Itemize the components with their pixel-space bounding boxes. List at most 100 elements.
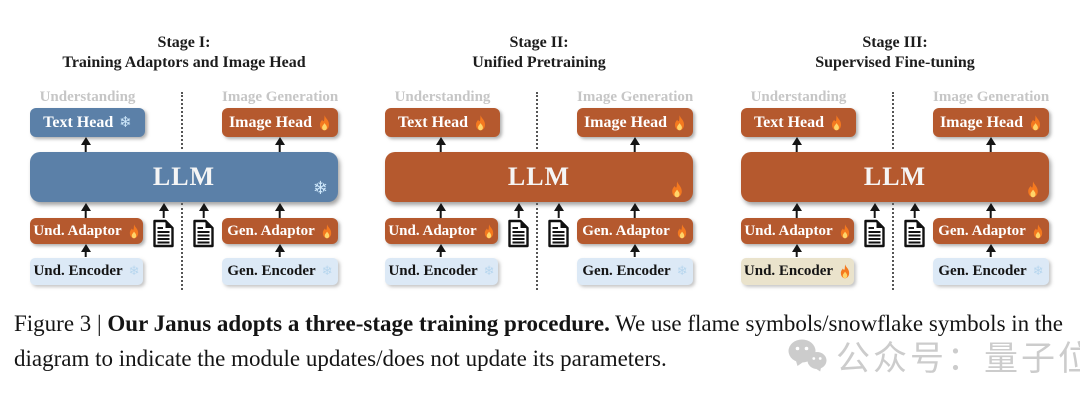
und-encoder-box: Und. Encoder bbox=[741, 258, 854, 285]
arrow-und-encoder-to-adaptor bbox=[791, 244, 802, 257]
gen-adaptor-label: Gen. Adaptor bbox=[938, 222, 1026, 239]
gen-encoder-label: Gen. Encoder bbox=[938, 263, 1027, 279]
arrow-llm-to-image-head bbox=[274, 137, 285, 152]
stage-2: Stage II: Unified Pretraining Understand… bbox=[385, 0, 693, 300]
flame-icon bbox=[839, 264, 851, 279]
image-head-box: Image Head bbox=[222, 108, 338, 137]
gen-adaptor-box: Gen. Adaptor bbox=[222, 218, 338, 244]
snowflake-icon: ❄ bbox=[128, 264, 140, 279]
und-adaptor-label: Und. Adaptor bbox=[744, 222, 833, 239]
stage-2-title-line2: Unified Pretraining bbox=[472, 54, 606, 71]
arrow-text-doc-to-llm bbox=[909, 203, 920, 218]
gen-encoder-box: Gen. Encoder ❄ bbox=[577, 258, 693, 285]
und-encoder-box: Und. Encoder ❄ bbox=[30, 258, 143, 285]
caption-body-text: We use flame symbols/snowflake symbols i… bbox=[14, 311, 1064, 371]
arrow-llm-to-text-head bbox=[80, 137, 91, 152]
divider-dotted-line bbox=[181, 92, 183, 149]
gen-adaptor-label: Gen. Adaptor bbox=[227, 222, 315, 239]
llm-box: LLM ❄ bbox=[30, 152, 338, 202]
stage-3: Stage III: Supervised Fine-tuning Unders… bbox=[741, 0, 1049, 300]
stage-3-title-line1: Stage III: bbox=[862, 34, 928, 51]
understanding-label: Understanding bbox=[394, 89, 491, 105]
image-head-label: Image Head bbox=[583, 113, 668, 131]
und-adaptor-box: Und. Adaptor bbox=[741, 218, 854, 244]
image-generation-label: Image Generation bbox=[222, 89, 339, 105]
arrow-text-doc-to-llm bbox=[553, 203, 564, 218]
arrow-llm-to-text-head bbox=[791, 137, 802, 152]
divider-dotted-line bbox=[536, 203, 538, 290]
snowflake-icon: ❄ bbox=[1032, 264, 1044, 279]
arrow-llm-to-image-head bbox=[985, 137, 996, 152]
figure-number-label: Figure 3 | bbox=[14, 311, 108, 336]
document-icon bbox=[152, 219, 175, 248]
divider-dotted-line bbox=[181, 203, 183, 290]
figure-caption: Figure 3 | Our Janus adopts a three-stag… bbox=[14, 306, 1072, 376]
document-icon bbox=[507, 219, 530, 248]
text-head-box: Text Head ❄ bbox=[30, 108, 145, 137]
divider-dotted-line bbox=[536, 92, 538, 149]
und-adaptor-box: Und. Adaptor bbox=[385, 218, 498, 244]
flame-icon bbox=[1032, 223, 1044, 239]
stage-1: Stage I: Training Adaptors and Image Hea… bbox=[30, 0, 338, 300]
image-generation-label: Image Generation bbox=[933, 89, 1050, 105]
text-head-label: Text Head bbox=[43, 113, 114, 131]
arrow-gen-adaptor-to-llm bbox=[274, 203, 285, 218]
stage-1-title-line2: Training Adaptors and Image Head bbox=[62, 54, 306, 71]
arrow-gen-adaptor-to-llm bbox=[629, 203, 640, 218]
arrow-text-doc-to-llm bbox=[869, 203, 880, 218]
text-head-label: Text Head bbox=[753, 113, 825, 131]
flame-icon bbox=[676, 223, 688, 239]
arrow-text-doc-to-llm bbox=[513, 203, 524, 218]
flame-icon bbox=[128, 223, 140, 239]
und-encoder-label: Und. Encoder bbox=[388, 263, 478, 279]
document-icon bbox=[863, 219, 886, 248]
image-head-box: Image Head bbox=[577, 108, 693, 137]
llm-box: LLM bbox=[385, 152, 693, 202]
arrow-text-doc-to-llm bbox=[198, 203, 209, 218]
arrow-gen-encoder-to-adaptor bbox=[274, 244, 285, 257]
arrow-gen-encoder-to-adaptor bbox=[985, 244, 996, 257]
llm-label: LLM bbox=[507, 162, 571, 191]
flame-icon bbox=[321, 223, 333, 239]
gen-adaptor-label: Gen. Adaptor bbox=[582, 222, 670, 239]
und-encoder-label: Und. Encoder bbox=[743, 263, 834, 279]
llm-box: LLM bbox=[741, 152, 1049, 202]
document-icon bbox=[903, 219, 926, 248]
text-head-label: Text Head bbox=[397, 113, 469, 131]
snowflake-icon: ❄ bbox=[483, 264, 495, 279]
arrow-und-encoder-to-adaptor bbox=[80, 244, 91, 257]
und-encoder-label: Und. Encoder bbox=[33, 263, 123, 279]
stage-1-title: Stage I: Training Adaptors and Image Hea… bbox=[30, 33, 338, 73]
und-adaptor-box: Und. Adaptor bbox=[30, 218, 143, 244]
stage-3-title-line2: Supervised Fine-tuning bbox=[815, 54, 975, 71]
stage-2-title: Stage II: Unified Pretraining bbox=[385, 33, 693, 73]
flame-icon bbox=[830, 114, 843, 131]
text-head-box: Text Head bbox=[385, 108, 500, 137]
flame-icon bbox=[318, 114, 331, 131]
llm-label: LLM bbox=[863, 162, 927, 191]
gen-encoder-label: Gen. Encoder bbox=[582, 263, 671, 279]
arrow-und-adaptor-to-llm bbox=[791, 203, 802, 218]
gen-encoder-box: Gen. Encoder ❄ bbox=[933, 258, 1049, 285]
stage-3-title: Stage III: Supervised Fine-tuning bbox=[741, 33, 1049, 73]
snowflake-icon: ❄ bbox=[321, 264, 333, 279]
arrow-gen-adaptor-to-llm bbox=[985, 203, 996, 218]
arrow-und-adaptor-to-llm bbox=[80, 203, 91, 218]
arrow-llm-to-image-head bbox=[629, 137, 640, 152]
flame-icon bbox=[670, 181, 684, 198]
arrow-llm-to-text-head bbox=[435, 137, 446, 152]
und-adaptor-label: Und. Adaptor bbox=[388, 222, 477, 239]
und-adaptor-label: Und. Adaptor bbox=[33, 222, 122, 239]
gen-adaptor-box: Gen. Adaptor bbox=[577, 218, 693, 244]
stage-2-title-line1: Stage II: bbox=[509, 34, 569, 51]
arrow-gen-encoder-to-adaptor bbox=[629, 244, 640, 257]
caption-bold-text: Our Janus adopts a three-stage training … bbox=[107, 311, 610, 336]
und-encoder-box: Und. Encoder ❄ bbox=[385, 258, 498, 285]
arrow-und-adaptor-to-llm bbox=[435, 203, 446, 218]
snowflake-icon: ❄ bbox=[119, 113, 132, 131]
gen-adaptor-box: Gen. Adaptor bbox=[933, 218, 1049, 244]
image-head-label: Image Head bbox=[939, 113, 1024, 131]
arrow-und-encoder-to-adaptor bbox=[435, 244, 446, 257]
snowflake-icon: ❄ bbox=[676, 264, 688, 279]
